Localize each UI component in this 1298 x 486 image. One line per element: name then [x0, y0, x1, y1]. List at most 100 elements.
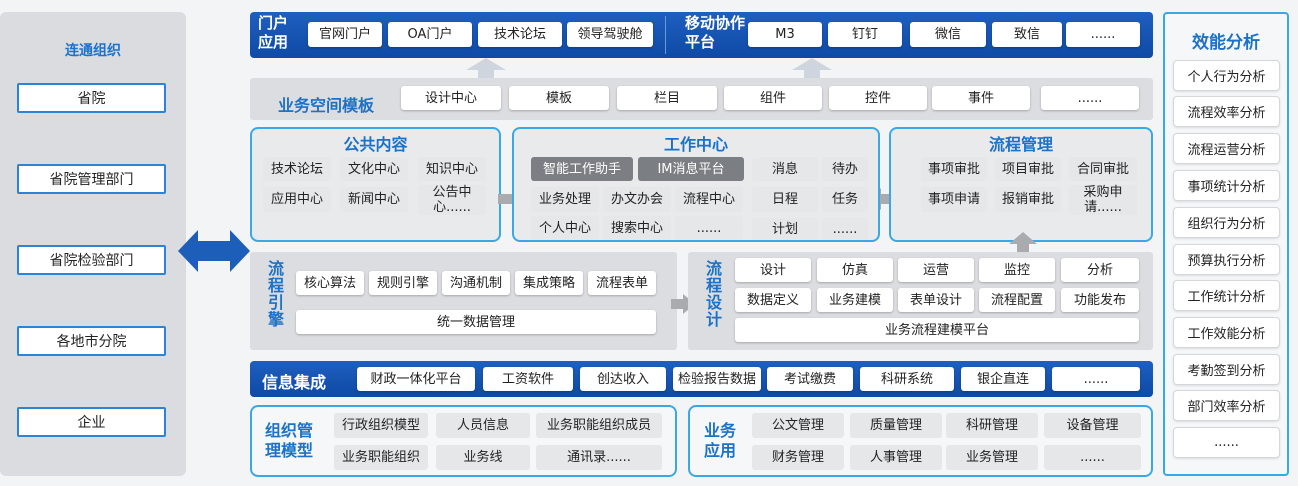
- space-item-design-center[interactable]: 设计中心: [401, 86, 501, 110]
- work-item-task[interactable]: 任务: [822, 187, 868, 212]
- portal-item-oa[interactable]: OA门户: [388, 22, 472, 47]
- bizapp-item-quality[interactable]: 质量管理: [850, 413, 942, 438]
- design-item-form-design[interactable]: 表单设计: [898, 288, 974, 312]
- pm-item-contract-approval[interactable]: 合同审批: [1069, 157, 1137, 181]
- integration-item-more[interactable]: ......: [1052, 367, 1140, 391]
- engine-item-algorithm[interactable]: 核心算法: [296, 271, 364, 295]
- mobile-item-wechat[interactable]: 微信: [910, 22, 986, 47]
- bizapp-item-more[interactable]: ......: [1044, 445, 1141, 470]
- engine-band: [250, 252, 677, 350]
- org-item-province[interactable]: 省院: [17, 83, 166, 113]
- integration-item-exam-fee[interactable]: 考试缴费: [767, 367, 853, 391]
- work-item-message[interactable]: 消息: [752, 157, 818, 181]
- public-item-news[interactable]: 新闻中心: [340, 187, 408, 212]
- org-item-inspection-dept[interactable]: 省院检验部门: [17, 245, 166, 275]
- work-item-process-center[interactable]: 流程中心: [675, 187, 743, 212]
- pm-item-reimburse[interactable]: 报销审批: [995, 187, 1061, 212]
- org-item-biz-line[interactable]: 业务线: [436, 445, 530, 470]
- analysis-item-personal[interactable]: 个人行为分析: [1174, 61, 1279, 90]
- bizapp-item-hr[interactable]: 人事管理: [850, 445, 942, 470]
- process-mgmt-panel: [889, 127, 1153, 242]
- bizapp-item-research[interactable]: 科研管理: [946, 413, 1038, 438]
- work-item-assistant[interactable]: 智能工作助手: [531, 157, 633, 181]
- integration-item-report[interactable]: 检验报告数据: [673, 367, 761, 391]
- design-item-publish[interactable]: 功能发布: [1061, 288, 1139, 312]
- org-item-admin-model[interactable]: 行政组织模型: [334, 413, 428, 438]
- engine-item-communication[interactable]: 沟通机制: [442, 271, 510, 295]
- pm-item-matter-apply[interactable]: 事项申请: [921, 187, 987, 212]
- integration-item-salary[interactable]: 工资软件: [483, 367, 573, 391]
- public-item-culture[interactable]: 文化中心: [340, 157, 408, 181]
- org-item-func-org[interactable]: 业务职能组织: [334, 445, 428, 470]
- org-item-city-branch[interactable]: 各地市分院: [17, 326, 166, 356]
- engine-item-integration[interactable]: 集成策略: [515, 271, 583, 295]
- design-item-design[interactable]: 设计: [735, 258, 811, 282]
- analysis-item-matter-stats[interactable]: 事项统计分析: [1174, 171, 1279, 200]
- org-item-contacts[interactable]: 通讯录......: [536, 445, 662, 470]
- analysis-item-attendance[interactable]: 考勤签到分析: [1174, 355, 1279, 384]
- analysis-item-budget[interactable]: 预算执行分析: [1174, 245, 1279, 274]
- integration-item-research[interactable]: 科研系统: [860, 367, 954, 391]
- space-item-event[interactable]: 事件: [932, 86, 1030, 110]
- portal-item-cockpit[interactable]: 领导驾驶舱: [567, 22, 653, 47]
- portal-item-forum[interactable]: 技术论坛: [478, 22, 562, 47]
- work-item-more[interactable]: ......: [675, 216, 743, 240]
- design-item-process-config[interactable]: 流程配置: [979, 288, 1055, 312]
- space-item-control[interactable]: 控件: [829, 86, 927, 110]
- work-item-office[interactable]: 办文办会: [603, 187, 671, 212]
- analysis-item-org-behavior[interactable]: 组织行为分析: [1174, 208, 1279, 237]
- mobile-item-dingtalk[interactable]: 钉钉: [828, 22, 902, 47]
- work-item-more-2[interactable]: ......: [822, 218, 868, 240]
- analysis-item-work-stats[interactable]: 工作统计分析: [1174, 281, 1279, 310]
- analysis-item-work-efficiency[interactable]: 工作效能分析: [1174, 318, 1279, 347]
- engine-item-form[interactable]: 流程表单: [588, 271, 656, 295]
- analysis-item-more[interactable]: ......: [1174, 428, 1279, 457]
- org-item-mgmt-dept[interactable]: 省院管理部门: [17, 164, 166, 194]
- work-item-search[interactable]: 搜索中心: [603, 216, 671, 240]
- design-item-analysis[interactable]: 分析: [1061, 258, 1139, 282]
- org-item-func-members[interactable]: 业务职能组织成员: [536, 413, 662, 438]
- design-item-data-define[interactable]: 数据定义: [735, 288, 811, 312]
- bizapp-item-business[interactable]: 业务管理: [946, 445, 1038, 470]
- integration-item-bank[interactable]: 银企直连: [961, 367, 1045, 391]
- work-item-business[interactable]: 业务处理: [531, 187, 599, 212]
- space-item-more[interactable]: ......: [1041, 86, 1139, 110]
- space-item-component[interactable]: 组件: [724, 86, 822, 110]
- bizapp-item-finance[interactable]: 财务管理: [752, 445, 844, 470]
- analysis-item-process-ops[interactable]: 流程运营分析: [1174, 134, 1279, 163]
- public-item-notice[interactable]: 公告中心......: [418, 185, 486, 215]
- analysis-item-process-efficiency[interactable]: 流程效率分析: [1174, 97, 1279, 126]
- design-item-monitor[interactable]: 监控: [979, 258, 1055, 282]
- integration-item-income[interactable]: 创达收入: [580, 367, 666, 391]
- portal-item-website[interactable]: 官网门户: [308, 22, 382, 47]
- bizapp-item-equipment[interactable]: 设备管理: [1044, 413, 1141, 438]
- public-item-forum[interactable]: 技术论坛: [263, 157, 331, 181]
- design-item-modeling-platform[interactable]: 业务流程建模平台: [735, 318, 1139, 342]
- public-item-knowledge[interactable]: 知识中心: [418, 157, 486, 181]
- design-item-simulate[interactable]: 仿真: [817, 258, 893, 282]
- engine-item-rule[interactable]: 规则引擎: [369, 271, 437, 295]
- work-item-calendar[interactable]: 日程: [752, 187, 818, 212]
- pm-item-purchase[interactable]: 采购申请......: [1069, 185, 1137, 215]
- work-item-im-platform[interactable]: IM消息平台: [638, 157, 744, 181]
- bizapp-item-document[interactable]: 公文管理: [752, 413, 844, 438]
- work-item-plan[interactable]: 计划: [752, 218, 818, 240]
- analysis-item-dept-efficiency[interactable]: 部门效率分析: [1174, 391, 1279, 420]
- work-item-personal[interactable]: 个人中心: [531, 216, 599, 240]
- public-item-app-center[interactable]: 应用中心: [263, 187, 331, 212]
- space-item-template[interactable]: 模板: [509, 86, 609, 110]
- mobile-item-m3[interactable]: M3: [748, 22, 822, 47]
- public-panel: [250, 127, 501, 242]
- integration-item-finance[interactable]: 财政一体化平台: [357, 367, 475, 391]
- work-item-todo[interactable]: 待办: [822, 157, 868, 181]
- space-item-column[interactable]: 栏目: [617, 86, 717, 110]
- mobile-item-zhixin[interactable]: 致信: [992, 22, 1062, 47]
- pm-item-project-approval[interactable]: 项目审批: [995, 157, 1061, 181]
- engine-item-data-mgmt[interactable]: 统一数据管理: [296, 310, 656, 334]
- pm-item-matter-approval[interactable]: 事项审批: [921, 157, 987, 181]
- mobile-item-more[interactable]: ......: [1066, 22, 1140, 47]
- org-item-enterprise[interactable]: 企业: [17, 407, 166, 437]
- org-item-staff[interactable]: 人员信息: [436, 413, 530, 438]
- design-item-biz-model[interactable]: 业务建模: [817, 288, 893, 312]
- design-item-operate[interactable]: 运营: [898, 258, 974, 282]
